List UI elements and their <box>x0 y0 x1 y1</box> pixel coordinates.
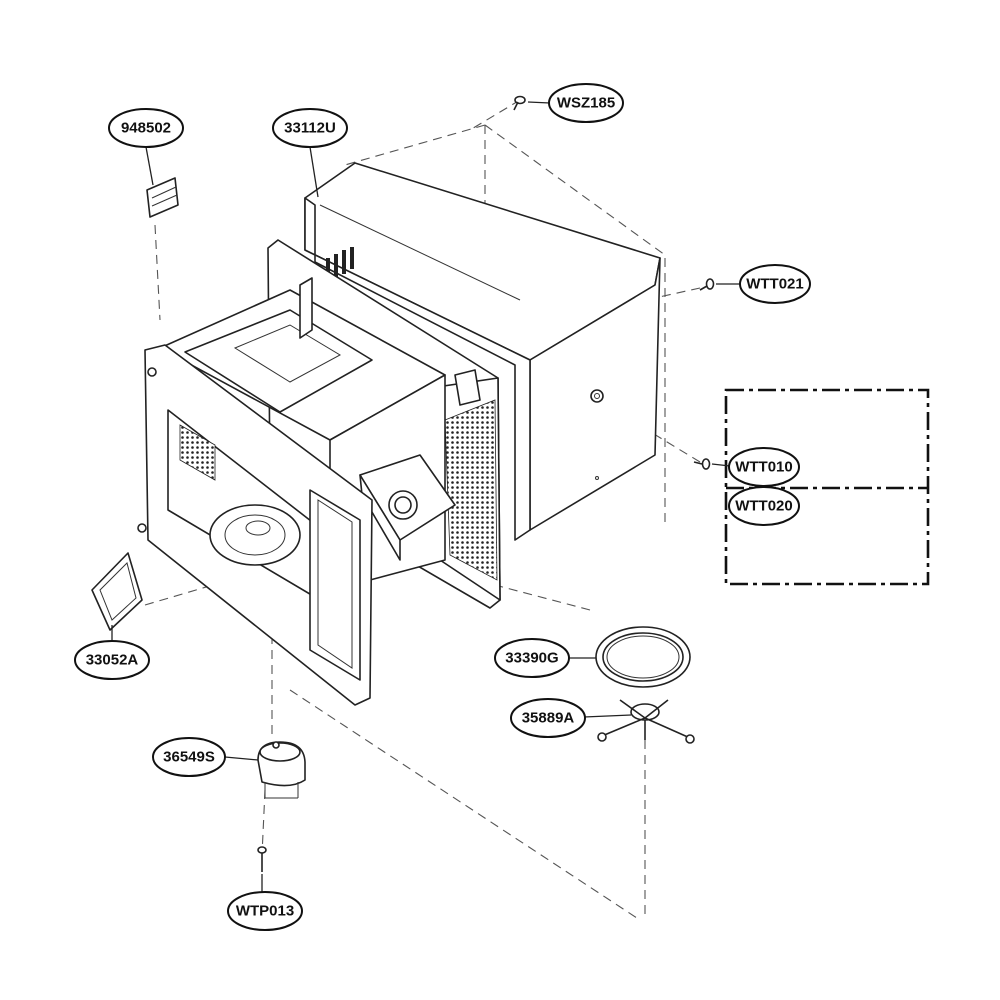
callout-948502: 948502 <box>108 108 184 148</box>
callout-WTT010: WTT010 <box>728 447 800 487</box>
callout-bubble <box>494 638 570 678</box>
callout-bubble <box>74 640 150 680</box>
callout-bubble <box>152 737 226 777</box>
callout-WTT021: WTT021 <box>739 264 811 304</box>
front-plate <box>137 344 373 706</box>
callout-bubble <box>510 698 586 738</box>
callout-label: 35889A <box>522 710 575 727</box>
callout-bubble <box>739 264 811 304</box>
callout-33112U: 33112U <box>272 108 348 148</box>
callout-label: 948502 <box>121 120 171 137</box>
callout-33390G: 33390G <box>494 638 570 678</box>
callout-bubble <box>728 486 800 526</box>
part-WTT010-screw <box>693 458 711 470</box>
callout-label: WSZ185 <box>557 95 615 112</box>
callout-label: 33390G <box>505 650 558 667</box>
part-36549S-motor <box>257 741 306 799</box>
callout-WTT020: WTT020 <box>728 486 800 526</box>
oven-chassis <box>159 239 501 609</box>
callout-label: WTT021 <box>746 276 804 293</box>
callout-33052A: 33052A <box>74 640 150 680</box>
callout-WTP013: WTP013 <box>227 891 303 931</box>
part-WTT021-screw <box>699 278 715 291</box>
part-948502-pad <box>146 177 179 218</box>
callout-35889A: 35889A <box>510 698 586 738</box>
callout-label: WTP013 <box>236 903 294 920</box>
callout-WSZ185: WSZ185 <box>548 83 624 123</box>
callout-36549S: 36549S <box>152 737 226 777</box>
outer-cabinet <box>304 162 661 541</box>
cabinet-vent-slots <box>326 247 354 280</box>
part-33052A-cover <box>91 552 143 631</box>
part-33390G-ring <box>595 626 691 688</box>
callout-bubble <box>548 83 624 123</box>
callout-bubble <box>108 108 184 148</box>
callout-label: 36549S <box>163 749 215 766</box>
callout-label: WTT020 <box>735 498 793 515</box>
part-35889A-support <box>597 699 695 744</box>
callout-bubble <box>227 891 303 931</box>
callout-label: 33112U <box>284 120 336 137</box>
callout-label: 33052A <box>86 652 139 669</box>
part-WTP013-screw <box>257 846 267 872</box>
part-WSZ185-screw <box>513 95 526 111</box>
callout-bubble <box>272 108 348 148</box>
callout-label: WTT010 <box>735 459 793 476</box>
